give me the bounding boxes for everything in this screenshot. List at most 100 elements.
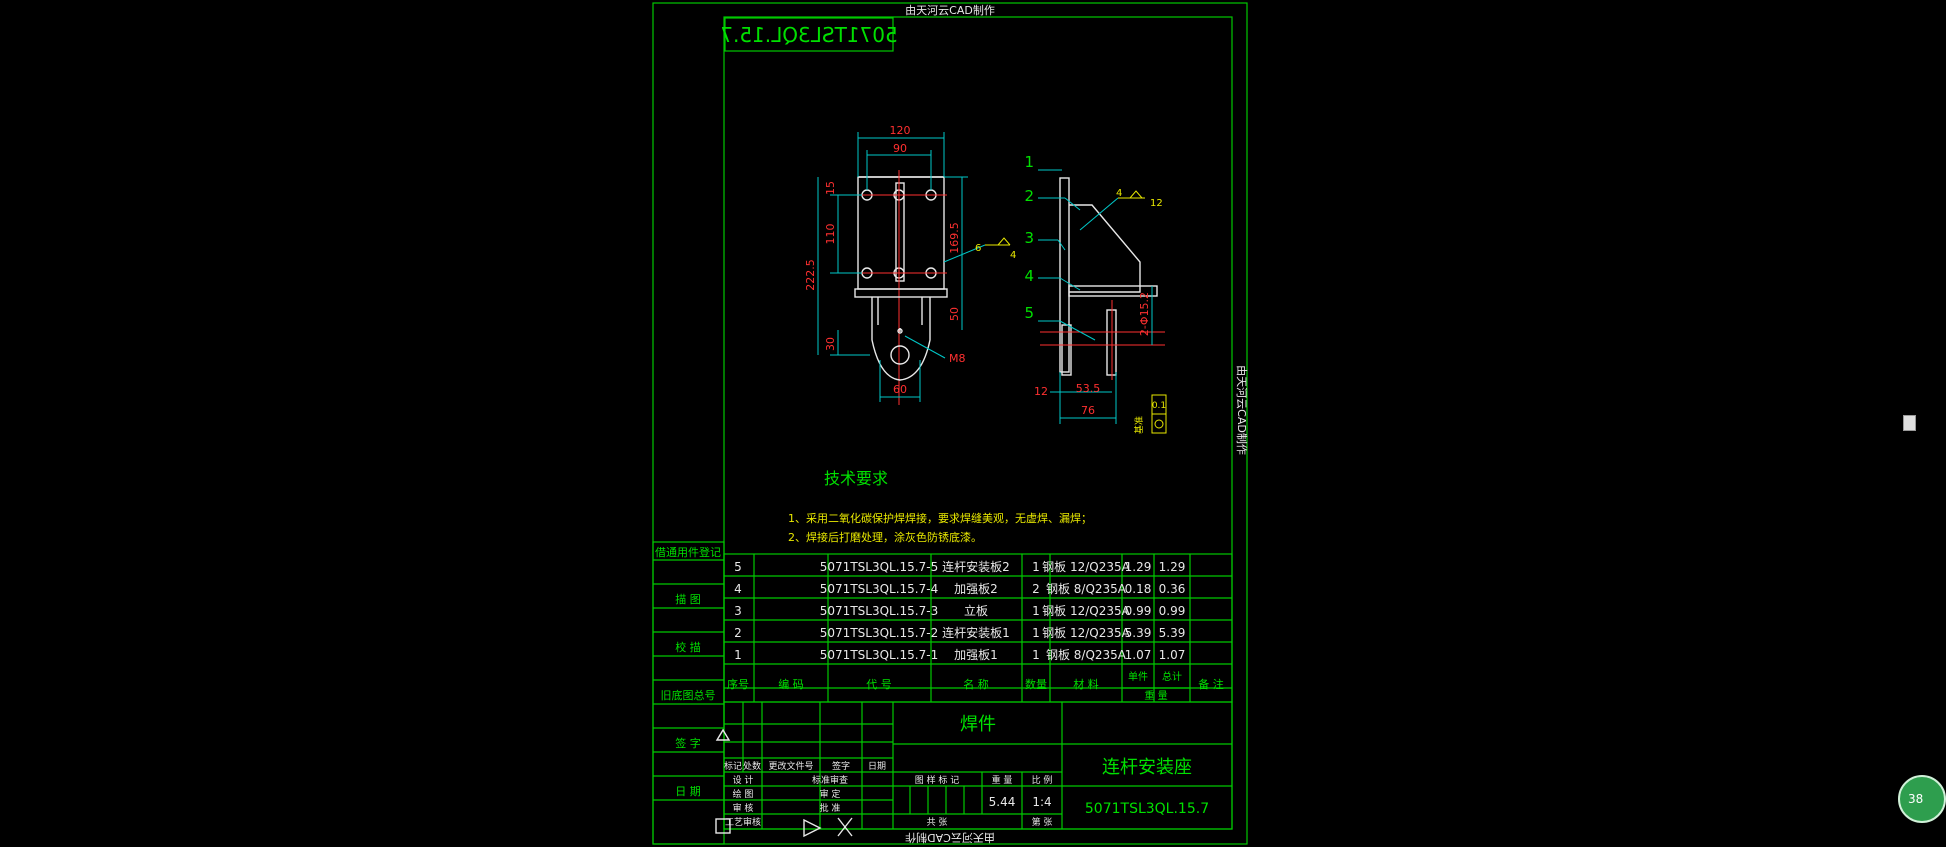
tb-draw: 绘 图 (733, 788, 754, 800)
bom-row-name: 立板 (964, 603, 988, 618)
scrollbar-thumb[interactable] (1903, 415, 1916, 431)
title-block: 标记 处数 更改文件号 签字 日期 设 计 绘 图 审 核 工艺审核 标准审查 … (715, 701, 1233, 838)
watermark-top: 由天河云CAD制作 (905, 3, 995, 17)
sheet-inner-border (723, 16, 1233, 830)
bom-row-name: 加强板1 (954, 648, 998, 662)
margin-label-0: 借通用件登记 (655, 545, 721, 559)
bom-row-total: 1.07 (1159, 648, 1186, 662)
svg-text:4: 4 (1010, 250, 1016, 261)
tb-standard: 标准审查 (812, 774, 848, 786)
bom-row-material: 钢板 8/Q235A (1046, 582, 1127, 596)
dim-76: 76 (1081, 404, 1095, 417)
left-margin-table: 借通用件登记 描 图 校 描 旧底图总号 签 字 日 期 (652, 541, 725, 845)
code-box-text: 5071TSL3QL.15.7 (720, 23, 897, 47)
datum-value: 0.1 (1152, 401, 1166, 411)
tech-heading: 技术要求 (824, 469, 888, 488)
tech-line-2: 2、焊接后打磨处理，涂灰色防锈底漆。 (788, 530, 982, 544)
tb-review: 审 定 (820, 788, 841, 800)
bom-row-material: 钢板 12/Q235A (1042, 626, 1130, 640)
dim-169-5: 169.5 (948, 222, 961, 254)
tb-check: 审 核 (733, 802, 754, 814)
tb-sheets: 共 张 (927, 817, 948, 828)
dim-222-5: 222.5 (804, 259, 817, 291)
tech-line-1: 1、采用二氧化碳保护焊焊接，要求焊缝美观，无虚焊、漏焊； (788, 511, 1092, 525)
bom-row-qty: 1 (1032, 560, 1040, 574)
bom-row-total: 5.39 (1159, 626, 1186, 640)
bom-row-total: 1.29 (1159, 560, 1186, 574)
bom-header-name: 名 称 (963, 677, 989, 691)
bom-row-part-no: 5071TSL3QL.15.7-5 (820, 560, 938, 574)
margin-label-1: 描 图 (675, 592, 701, 606)
margin-label-5: 日 期 (675, 785, 701, 798)
bom-row-qty: 1 (1032, 648, 1040, 662)
side-vertical-plate (1059, 177, 1070, 373)
code-box (724, 17, 894, 52)
lug-hole (890, 345, 910, 365)
status-badge[interactable]: 38 (1898, 775, 1946, 823)
dim-m8: M8 (949, 352, 966, 365)
bom-row-part-no: 5071TSL3QL.15.7-2 (820, 626, 938, 640)
bom-row-material: 钢板 8/Q235A (1046, 648, 1127, 662)
dim-2-phi: 2-Φ15.2 (1138, 292, 1151, 336)
dim-120: 120 (890, 124, 911, 137)
tb-sign: 签字 (832, 760, 850, 772)
tb-stage-mark: 图 样 标 记 (915, 774, 960, 786)
bom-row-unit: 0.18 (1125, 582, 1152, 596)
watermark-right: 由天河云CAD制作 (1235, 365, 1249, 455)
front-lug (871, 297, 931, 381)
dim-110: 110 (824, 224, 837, 245)
dim-12: 12 (1034, 385, 1048, 398)
front-main-plate (857, 176, 945, 290)
tb-process: 工艺审核 (725, 816, 761, 828)
tb-date: 日期 (868, 761, 886, 772)
bom-header-remark: 备 注 (1198, 677, 1224, 691)
bom-row-unit: 5.39 (1125, 626, 1152, 640)
bom-row-part-no: 5071TSL3QL.15.7-4 (820, 582, 938, 596)
bom-row-part-no: 5071TSL3QL.15.7-1 (820, 648, 938, 662)
bom-header-part-no: 代 号 (866, 678, 892, 691)
bom-row-name: 连杆安装板2 (942, 559, 1010, 574)
bom-row-qty: 2 (1032, 582, 1040, 596)
weld-front-value: 6 (975, 243, 981, 254)
bom-row-seq: 4 (734, 582, 742, 596)
bom-header-total: 总计 (1162, 670, 1182, 683)
tb-approve: 批 准 (820, 802, 841, 814)
margin-label-4: 签 字 (675, 736, 701, 750)
side-part-1: 1 (1024, 153, 1034, 171)
tb-part-name: 连杆安装座 (1102, 757, 1192, 778)
bom-row-seq: 5 (734, 560, 742, 574)
bom-row-unit: 1.29 (1125, 560, 1152, 574)
weld-side-value: 4 (1116, 188, 1122, 199)
side-base-plate (1068, 285, 1158, 297)
bom-header-weight: 重 量 (1144, 689, 1167, 702)
bom-row-material: 钢板 12/Q235A (1042, 604, 1130, 618)
bom-header-seq: 序号 (727, 677, 749, 691)
tb-scale-value: 1:4 (1032, 795, 1051, 809)
bom-row-qty: 1 (1032, 626, 1040, 640)
tb-change-doc: 更改文件号 (768, 760, 813, 772)
tb-type: 焊件 (960, 714, 996, 735)
bom-row-name: 连杆安装板1 (942, 625, 1010, 640)
dim-53-5: 53.5 (1076, 382, 1101, 395)
bom-header-qty: 数量 (1025, 678, 1047, 691)
bom-row-total: 0.99 (1159, 604, 1186, 618)
dim-60: 60 (893, 383, 907, 396)
margin-label-2: 校 描 (675, 640, 701, 654)
front-view: 120 90 222.5 110 15 169.5 50 30 60 M8 6 … (804, 124, 1016, 405)
bom-row-total: 0.36 (1159, 582, 1186, 596)
tb-weight-value: 5.44 (989, 795, 1016, 809)
bom-row-unit: 0.99 (1125, 604, 1152, 618)
tb-mark: 标记 (724, 760, 742, 772)
bom-row-part-no: 5071TSL3QL.15.7-3 (820, 604, 938, 618)
bom-table: 5 5071TSL3QL.15.7-5 连杆安装板2 1 钢板 12/Q235A… (723, 553, 1233, 703)
dim-50: 50 (948, 307, 961, 321)
side-view: 1 2 3 4 5 4 12 12 53.5 76 2-Φ15.2 0.1 基准 (1024, 153, 1167, 434)
side-part-4: 4 (1024, 267, 1034, 285)
bom-row-name: 加强板2 (954, 582, 998, 596)
side-part-5: 5 (1024, 304, 1034, 322)
datum-label: 基准 (1133, 416, 1145, 434)
dim-15: 15 (824, 181, 837, 195)
dim-90: 90 (893, 142, 907, 155)
side-gusset (1069, 204, 1141, 293)
